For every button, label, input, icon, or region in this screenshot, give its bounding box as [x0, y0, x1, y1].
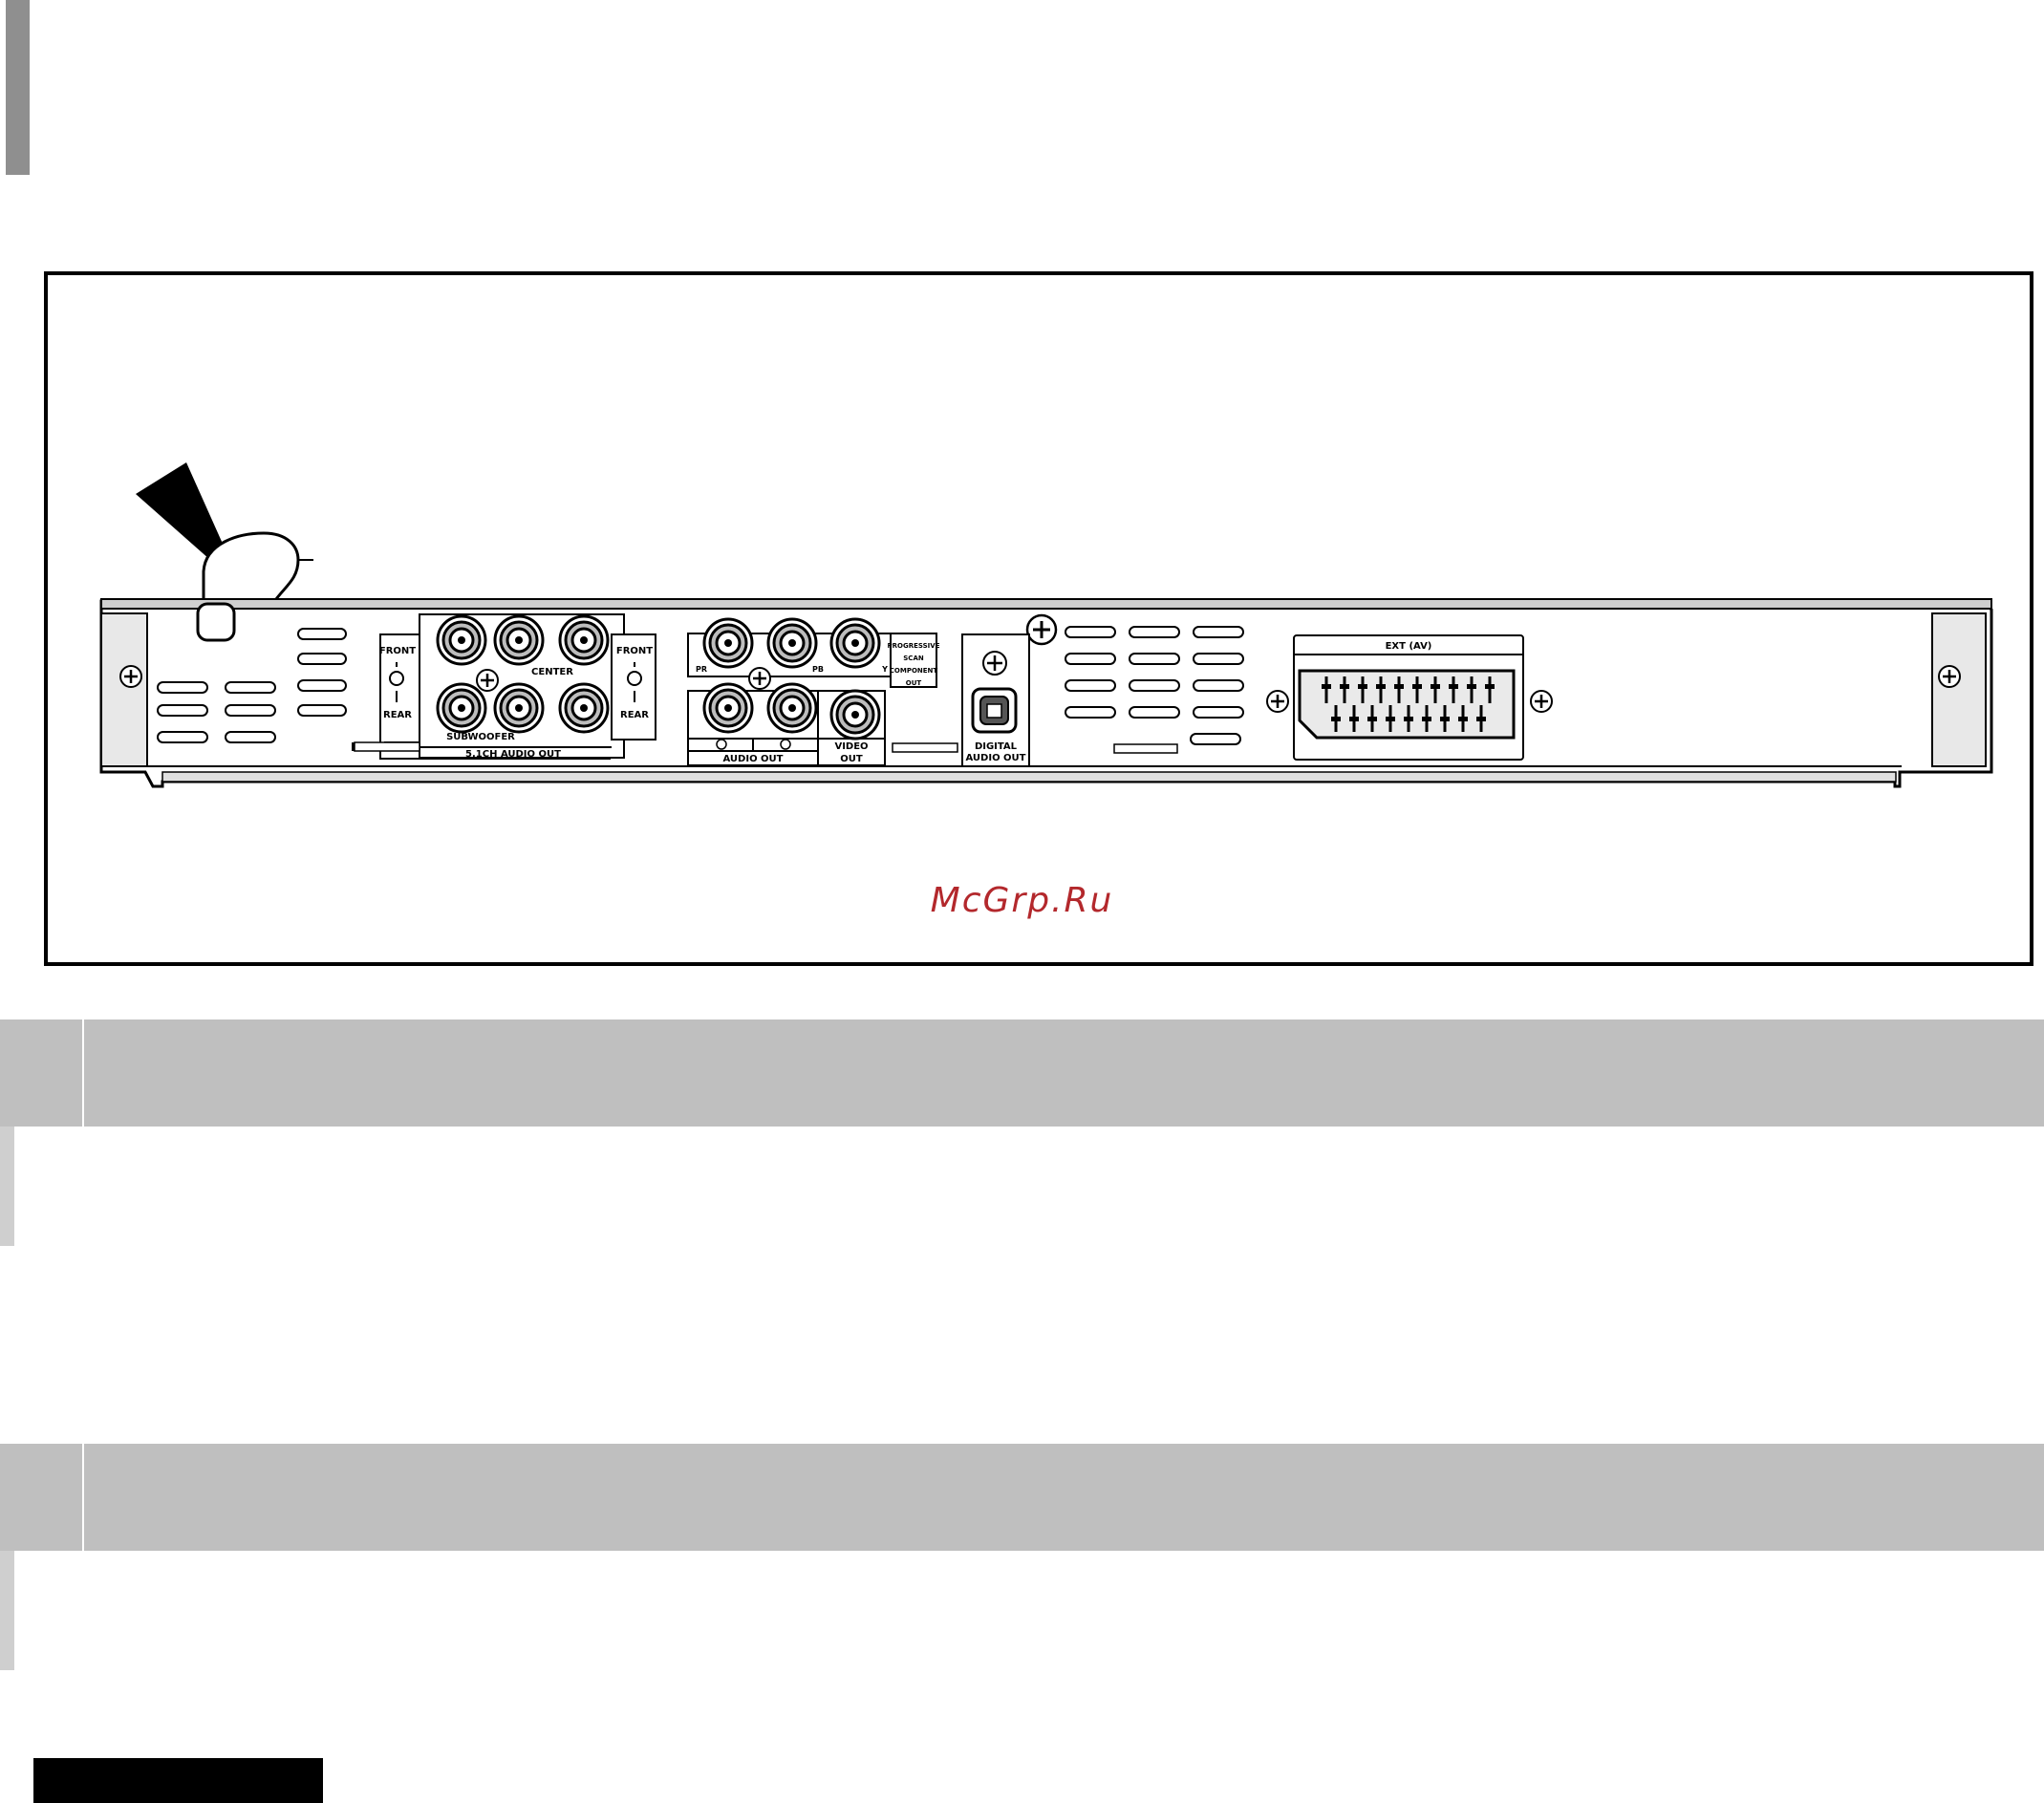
label-y: Y: [881, 665, 888, 674]
vent-slot: [1193, 626, 1244, 638]
label-rear-left: REAR: [383, 710, 412, 720]
label-pr: PR: [696, 665, 707, 674]
vent-slot: [1129, 653, 1180, 665]
section-stub: [0, 1551, 14, 1670]
rca-jack-icon: [702, 682, 754, 734]
label-video: VIDEO: [834, 741, 868, 752]
vent-slot: [225, 731, 276, 743]
vent-slot: [1193, 653, 1244, 665]
vent-slot: [1129, 626, 1180, 638]
vent-slot: [1193, 679, 1244, 692]
vent-slot: [1129, 706, 1180, 719]
section-stub: [0, 1127, 14, 1246]
vent-slot: [157, 731, 208, 743]
rca-jack-icon: [829, 689, 881, 741]
footer-block: [33, 1758, 323, 1803]
rca-jack-icon: [766, 682, 818, 734]
screw-icon: [1530, 690, 1553, 713]
screw-icon: [982, 651, 1007, 676]
rca-jack-icon: [702, 617, 754, 669]
label-video-out: OUT: [840, 754, 863, 764]
label-component-out: OUT: [906, 679, 922, 687]
figure-frame: FRONT REAR CENTER FRONT REAR SUBWOOFER 5…: [44, 271, 2033, 966]
vent-slot: [1065, 679, 1116, 692]
rca-jack-icon: [493, 614, 545, 666]
vent-slot: [1065, 706, 1116, 719]
screw-icon: [1266, 690, 1289, 713]
label-audio-out: AUDIO OUT: [723, 754, 784, 764]
label-pb: PB: [812, 665, 824, 674]
rca-jack-icon: [436, 682, 487, 734]
vent-slot: [1190, 733, 1241, 745]
screw-icon: [1938, 665, 1961, 688]
label-scan: SCAN: [903, 655, 924, 662]
label-digital: DIGITAL: [975, 741, 1018, 752]
section-band-marker: [0, 1020, 82, 1127]
vent-slot: [297, 653, 347, 665]
section-band: [82, 1020, 2044, 1127]
dvd-rear-panel-illustration: FRONT REAR CENTER FRONT REAR SUBWOOFER 5…: [99, 462, 1993, 788]
label-center: CENTER: [531, 667, 573, 677]
vent-slot: [1193, 706, 1244, 719]
rca-jack-icon: [493, 682, 545, 734]
section-band: [82, 1444, 2044, 1551]
vent-slot: [297, 679, 347, 692]
rca-jack-icon: [766, 617, 818, 669]
vent-slot: [225, 681, 276, 694]
label-rear-right: REAR: [620, 710, 649, 720]
rca-jack-icon: [558, 682, 610, 734]
screw-icon: [748, 667, 771, 690]
label-front-left: FRONT: [379, 646, 416, 656]
vent-slot: [297, 704, 347, 717]
vent-slot: [1065, 626, 1116, 638]
vent-slot: [1129, 679, 1180, 692]
screw-icon: [476, 669, 499, 692]
label-component: COMPONENT: [890, 667, 938, 675]
label-progressive: PROGRESSIVE: [888, 642, 940, 650]
vent-slot: [157, 704, 208, 717]
digital-audio-block: [961, 633, 1030, 767]
rca-jack-icon: [436, 614, 487, 666]
rca-jack-icon: [558, 614, 610, 666]
vent-slots: [157, 626, 1244, 751]
label-51ch-audio-out: 5.1CH AUDIO OUT: [465, 749, 561, 760]
scart-block: [1293, 634, 1524, 761]
label-ext-av: EXT (AV): [1386, 641, 1432, 652]
screw-icon: [119, 665, 142, 688]
rca-jack-icon: [829, 617, 881, 669]
vent-slot: [225, 704, 276, 717]
screw-icon: [1025, 613, 1058, 646]
label-front-right: FRONT: [616, 646, 653, 656]
vent-slot: [157, 681, 208, 694]
vent-slot: [297, 628, 347, 640]
watermark: McGrp.Ru: [930, 881, 1114, 920]
label-digital-audio-out: AUDIO OUT: [966, 753, 1026, 763]
section-band-marker: [0, 1444, 82, 1551]
label-subwoofer: SUBWOOFER: [446, 732, 515, 742]
header-marker: [6, 0, 30, 175]
vent-slot: [1065, 653, 1116, 665]
